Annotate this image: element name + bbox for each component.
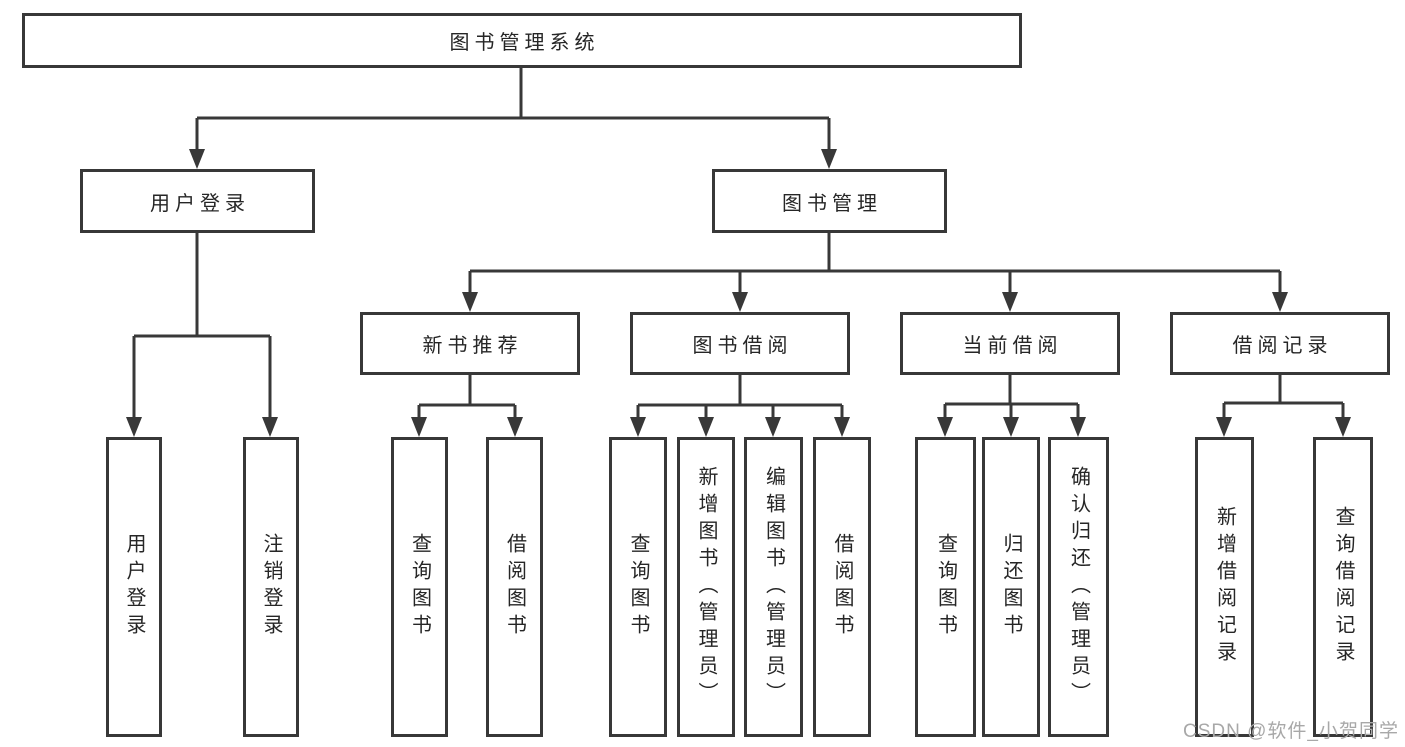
node-leaf-bb-edit-book: 编辑图书（管理员）: [744, 437, 803, 737]
node-leaf-nb-borrow-book: 借阅图书: [486, 437, 543, 737]
node-leaf-cb-query-book: 查询图书: [915, 437, 976, 737]
node-library-system: 图书管理系统: [22, 13, 1022, 68]
node-user-login: 用户登录: [80, 169, 315, 233]
csdn-watermark: CSDN @软件_小贺同学: [1183, 721, 1399, 742]
node-leaf-br-query-record: 查询借阅记录: [1313, 437, 1373, 737]
node-current-borrow: 当前借阅: [900, 312, 1120, 375]
node-book-borrow: 图书借阅: [630, 312, 850, 375]
connector-path: [132, 68, 1345, 422]
node-leaf-logout: 注销登录: [243, 437, 299, 737]
node-leaf-cb-confirm-return: 确认归还（管理员）: [1048, 437, 1109, 737]
node-leaf-cb-return-book: 归还图书: [982, 437, 1040, 737]
node-leaf-br-add-record: 新增借阅记录: [1195, 437, 1254, 737]
node-leaf-bb-add-book: 新增图书（管理员）: [677, 437, 735, 737]
node-leaf-user-login: 用户登录: [106, 437, 162, 737]
node-borrow-record: 借阅记录: [1170, 312, 1390, 375]
node-leaf-nb-query-book: 查询图书: [391, 437, 448, 737]
node-leaf-bb-query-book: 查询图书: [609, 437, 667, 737]
node-leaf-bb-borrow-book: 借阅图书: [813, 437, 871, 737]
arrowheads: [126, 149, 1351, 437]
node-new-book-recommend: 新书推荐: [360, 312, 580, 375]
node-book-management: 图书管理: [712, 169, 947, 233]
